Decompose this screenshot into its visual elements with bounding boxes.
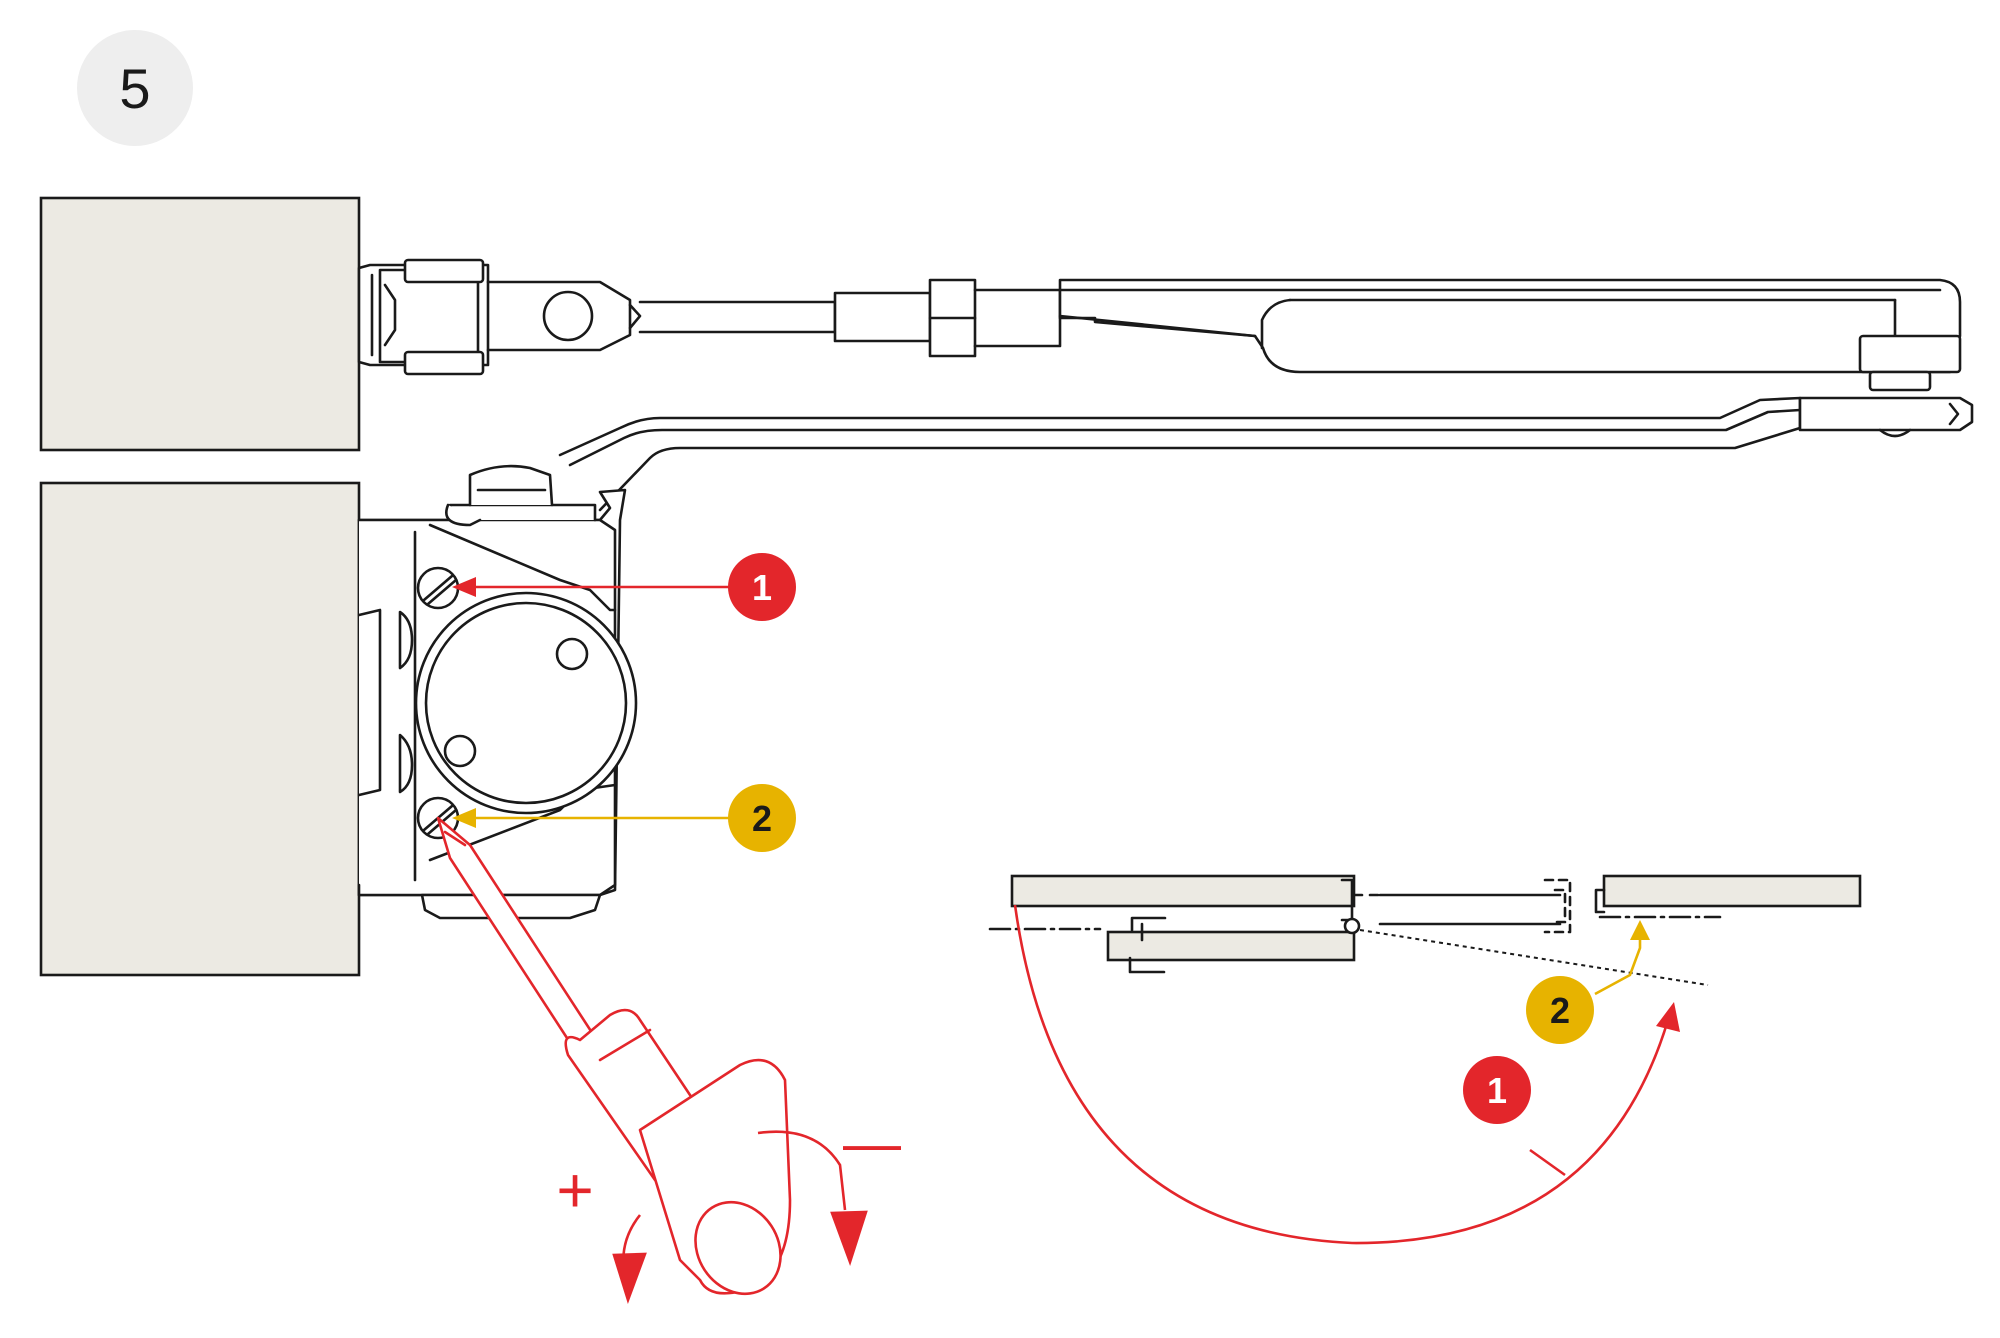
screwdriver-icon: [436, 816, 792, 1296]
main-arm: [638, 278, 1962, 392]
forearm: [558, 396, 1974, 512]
step-badge: 5: [77, 30, 193, 146]
step-number: 5: [119, 57, 150, 120]
latching-arrow: [1594, 920, 1650, 996]
plan-callout-badge-closing: 1: [1463, 1056, 1531, 1124]
door-plan-view: [988, 874, 1862, 986]
callout-arrow-closing-speed: [452, 577, 735, 597]
callout-badge-closing-speed: 1: [728, 553, 796, 621]
closing-swing-arc: [1013, 904, 1680, 1245]
minus-sign: —: [843, 1111, 901, 1176]
closer-body: [357, 464, 638, 920]
plan-callout-2-label: 2: [1550, 990, 1570, 1031]
callout-1-label: 1: [752, 567, 772, 608]
door-leaf: [39, 481, 361, 977]
callout-arrow-latching-speed: [452, 808, 735, 828]
callout-2-label: 2: [752, 798, 772, 839]
plan-callout-1-label: 1: [1487, 1070, 1507, 1111]
rotation-arrow-icon: [612, 1130, 868, 1305]
callout-badge-latching-speed: 2: [728, 784, 796, 852]
plus-sign: +: [556, 1154, 593, 1226]
plan-callout-badge-latching: 2: [1526, 976, 1594, 1044]
adjust-direction-labels: + —: [556, 1111, 901, 1226]
arm-shoe-bracket: [357, 258, 642, 376]
door-frame-top: [39, 196, 361, 452]
